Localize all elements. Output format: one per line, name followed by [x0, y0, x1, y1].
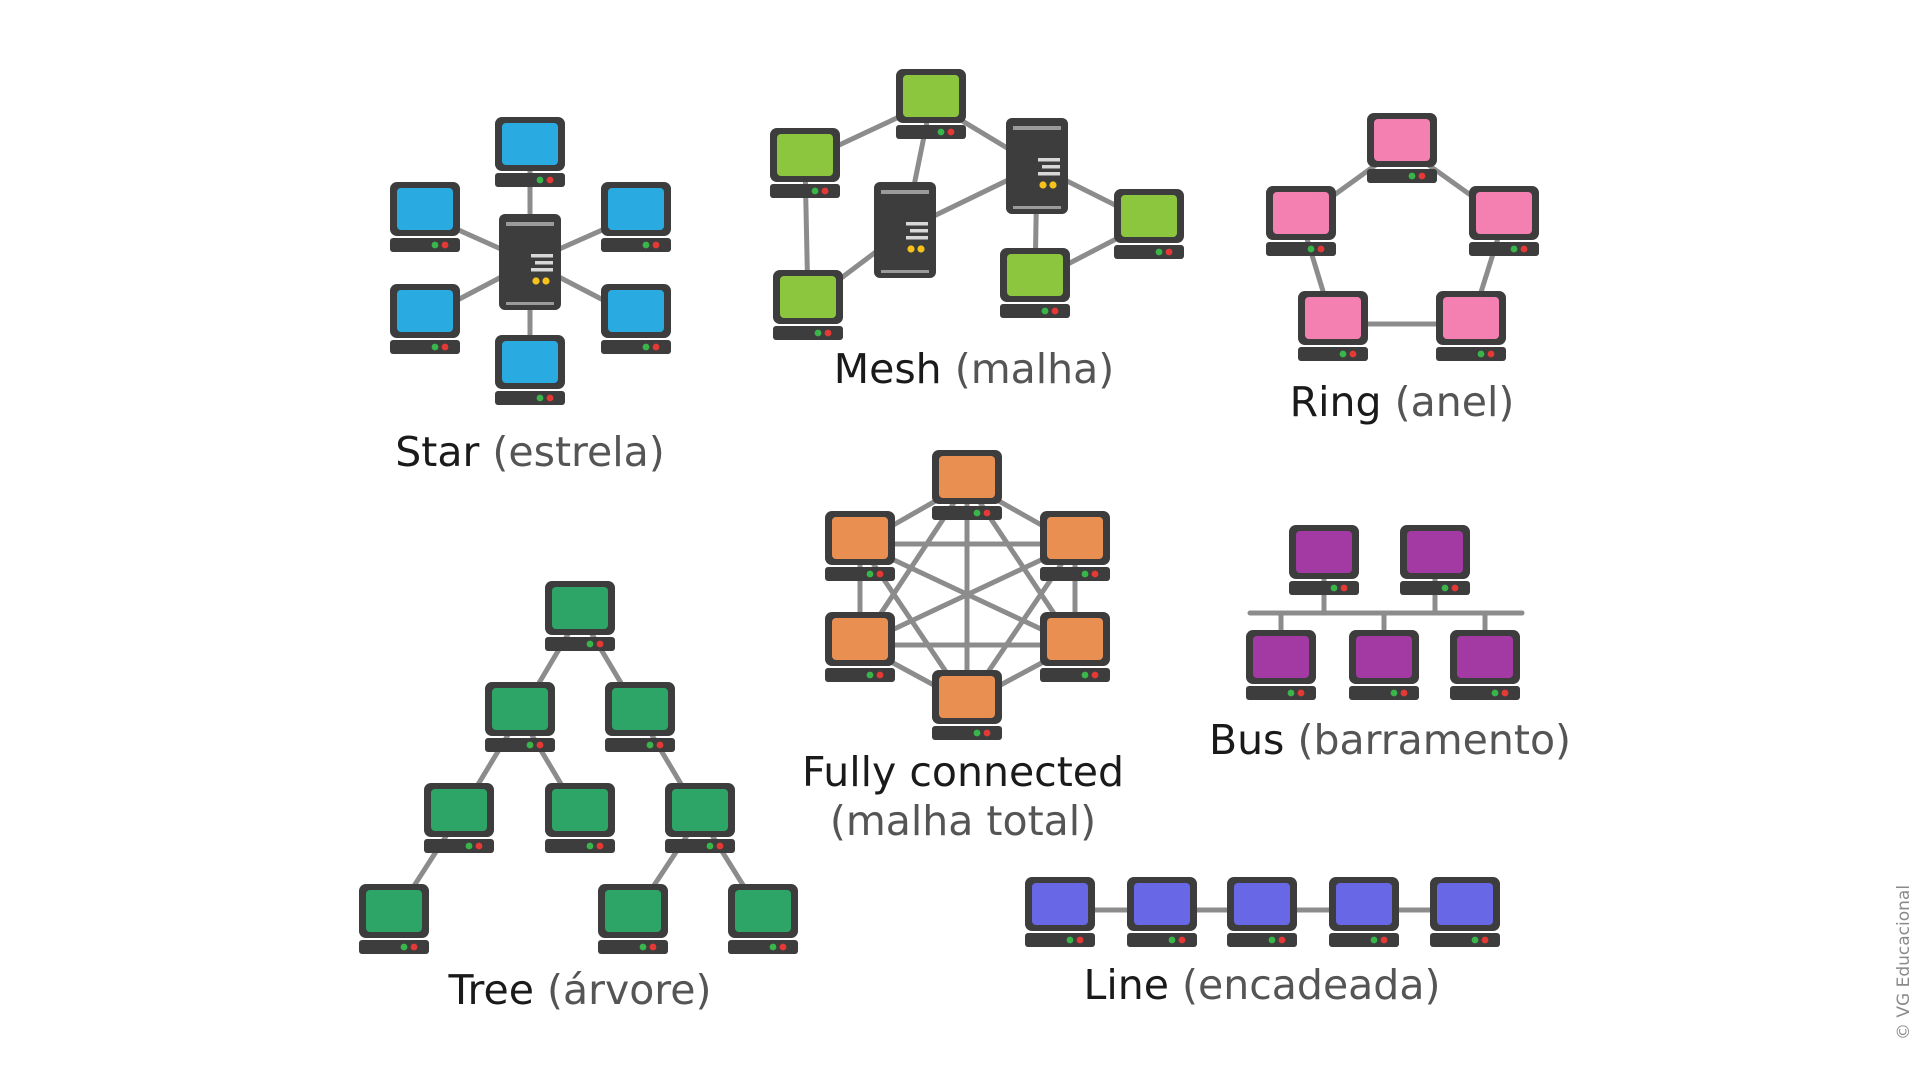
tree-computer-2	[485, 682, 555, 752]
fully-computer-4	[932, 670, 1002, 740]
ring-computer-3	[1436, 291, 1506, 361]
label-line-name: Line	[1083, 961, 1169, 1009]
label-star-name: Star	[395, 428, 480, 476]
label-bus-translation: (barramento)	[1297, 716, 1572, 764]
star-computer-4	[390, 284, 460, 354]
ring-computer-4	[1298, 291, 1368, 361]
nodes-layer	[359, 69, 1539, 954]
mesh-computer-3	[773, 270, 843, 340]
fully-computer-5	[825, 612, 895, 682]
line-computer-2	[1127, 877, 1197, 947]
star-computer-7	[601, 284, 671, 354]
line-computer-3	[1227, 877, 1297, 947]
label-line-translation: (encadeada)	[1182, 961, 1441, 1009]
tree-computer-6	[665, 783, 735, 853]
tree-computer-3	[605, 682, 675, 752]
label-ring-translation: (anel)	[1394, 378, 1515, 426]
tree-computer-7	[359, 884, 429, 954]
tree-computer-9	[728, 884, 798, 954]
label-fully-connected-translation: (malha total)	[829, 797, 1097, 846]
label-mesh-translation: (malha)	[954, 345, 1115, 393]
fully-computer-6	[825, 511, 895, 581]
label-ring: Ring (anel)	[1290, 382, 1515, 423]
star-computer-2	[495, 117, 565, 187]
mesh-server-4	[874, 182, 936, 278]
label-tree-translation: (árvore)	[546, 966, 712, 1014]
line-computer-5	[1430, 877, 1500, 947]
fully-computer-3	[1040, 612, 1110, 682]
bus-computer-4	[1349, 630, 1419, 700]
label-line: Line (encadeada)	[1084, 965, 1441, 1006]
mesh-computer-7	[1000, 248, 1070, 318]
tree-computer-4	[424, 783, 494, 853]
label-tree: Tree (árvore)	[449, 970, 712, 1011]
label-bus-name: Bus	[1208, 716, 1285, 764]
bus-computer-2	[1400, 525, 1470, 595]
star-server-1	[499, 214, 561, 310]
tree-computer-8	[598, 884, 668, 954]
line-computer-1	[1025, 877, 1095, 947]
label-ring-name: Ring	[1289, 378, 1382, 426]
label-tree-name: Tree	[448, 966, 534, 1014]
ring-computer-2	[1469, 186, 1539, 256]
tree-computer-1	[545, 581, 615, 651]
star-computer-3	[390, 182, 460, 252]
label-mesh-name: Mesh	[833, 345, 942, 393]
line-computer-4	[1329, 877, 1399, 947]
fully-computer-2	[1040, 511, 1110, 581]
mesh-computer-2	[770, 128, 840, 198]
star-computer-6	[601, 182, 671, 252]
fully-link-12	[857, 541, 1078, 648]
label-star: Star (estrela)	[395, 432, 665, 473]
bus-computer-3	[1246, 630, 1316, 700]
bus-computer-5	[1450, 630, 1520, 700]
bus-computer-1	[1289, 525, 1359, 595]
credit-watermark: © VG Educacional	[1894, 884, 1914, 1040]
ring-computer-5	[1266, 186, 1336, 256]
fully-computer-1	[932, 450, 1002, 520]
star-computer-5	[495, 335, 565, 405]
tree-computer-5	[545, 783, 615, 853]
label-star-translation: (estrela)	[492, 428, 665, 476]
label-fully-connected: Fully connected (malha total)	[802, 748, 1124, 846]
label-bus: Bus (barramento)	[1209, 720, 1571, 761]
mesh-computer-6	[1114, 189, 1184, 259]
label-fully-connected-name: Fully connected	[801, 748, 1125, 796]
mesh-server-5	[1006, 118, 1068, 214]
label-mesh: Mesh (malha)	[834, 349, 1115, 390]
mesh-computer-1	[896, 69, 966, 139]
ring-computer-1	[1367, 113, 1437, 183]
